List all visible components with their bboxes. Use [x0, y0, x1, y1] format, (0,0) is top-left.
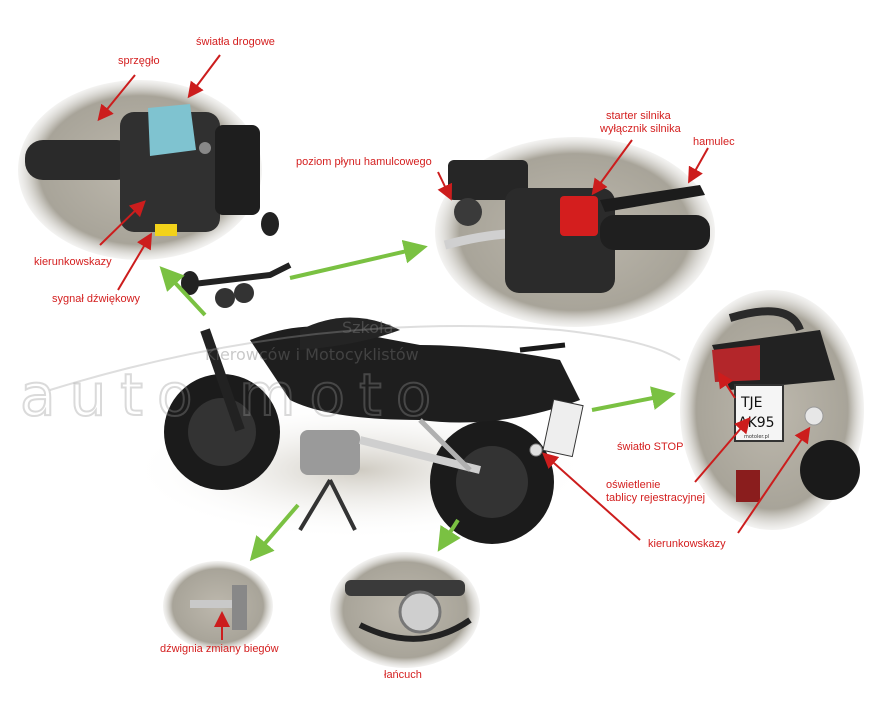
- green-arrows: [159, 239, 676, 562]
- label-sygnal-dzwiekowy: sygnał dźwiękowy: [52, 293, 141, 305]
- red-arrow-poziom: [437, 171, 453, 201]
- label-starter-line2: wyłącznik silnika: [600, 123, 681, 135]
- inset-right-handlebar: [435, 137, 715, 327]
- red-arrows: [97, 54, 811, 640]
- plate-small-text: motoler.pl: [744, 434, 769, 440]
- label-hamulec: hamulec: [693, 136, 735, 148]
- red-arrow-sprzeglo: [97, 74, 136, 122]
- watermark-line1: Szkoła: [342, 318, 393, 337]
- red-arrow-hamulec: [688, 147, 709, 184]
- label-kierunkowskazy-left: kierunkowskazy: [34, 256, 112, 268]
- label-kierunkowskazy-right: kierunkowskazy: [648, 538, 726, 550]
- label-sprzeglo: sprzęgło: [118, 55, 160, 67]
- green-arrow-to-rear-inset: [591, 386, 676, 412]
- green-arrow-to-gear-inset: [249, 503, 300, 562]
- green-arrow-to-chain-inset: [437, 518, 461, 552]
- label-oswietlenie-line1: oświetlenie: [606, 479, 661, 491]
- plate-line1: TJE: [740, 395, 763, 411]
- label-swiatla-drogowe: światła drogowe: [196, 36, 275, 48]
- inset-gear-lever: [163, 561, 273, 651]
- red-arrow-oswietlenie: [694, 416, 751, 483]
- label-starter-line1: starter silnika: [606, 110, 671, 122]
- red-arrow-kierunkowskazy-left: [99, 200, 146, 246]
- red-arrow-starter: [591, 139, 633, 196]
- label-poziom-plynu: poziom płynu hamulcowego: [296, 156, 432, 168]
- label-oswietlenie-line2: tablicy rejestracyjnej: [606, 492, 706, 504]
- red-arrow-stop: [717, 371, 736, 399]
- watermark-logo: auto moto: [20, 361, 445, 429]
- label-dzwignia: dźwignia zmiany biegów: [160, 643, 279, 655]
- inset-left-handlebar: [18, 80, 262, 260]
- red-arrow-kierunkowskazy-bike: [542, 452, 641, 541]
- watermark: Szkoła Kierowców i Motocyklistów auto mo…: [19, 318, 681, 430]
- plate-line2: AK95: [738, 415, 775, 431]
- motorcycle-photo: [130, 212, 590, 544]
- red-arrow-sygnal: [117, 232, 153, 291]
- label-swiatlo-stop: światło STOP: [617, 441, 684, 453]
- red-arrow-kierunkowskazy-rear-inset: [737, 426, 811, 534]
- watermark-line2: Kierowców i Motocyklistów: [205, 345, 419, 364]
- green-arrow-to-right-inset: [289, 239, 428, 280]
- label-lancuch: łańcuch: [384, 669, 422, 681]
- red-arrow-swiatla: [187, 54, 221, 99]
- inset-rear-light: TJE AK95 motoler.pl: [680, 290, 864, 530]
- inset-chain: [330, 552, 480, 668]
- green-arrow-to-left-inset: [159, 266, 207, 317]
